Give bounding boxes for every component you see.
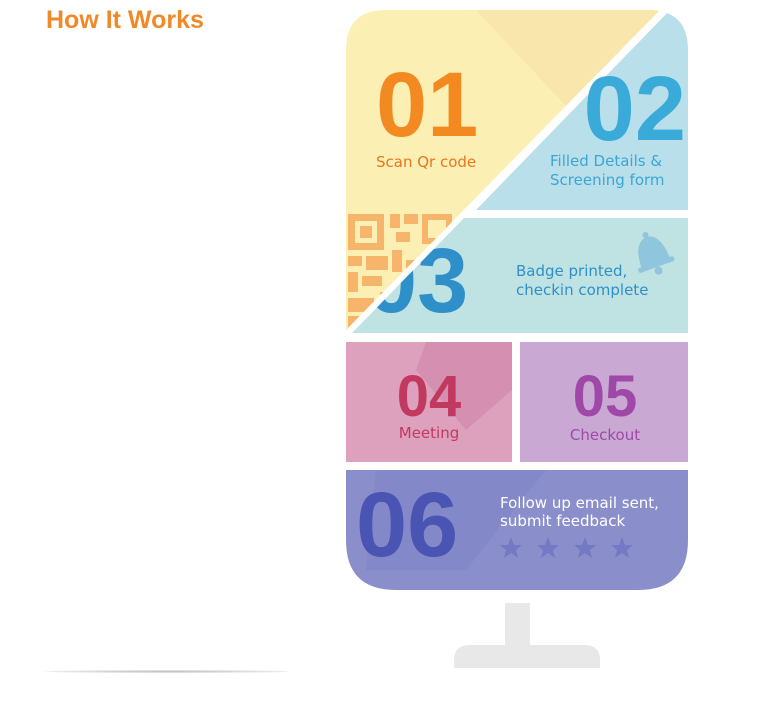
- star-icon: [611, 537, 633, 558]
- step-02-number: 02: [584, 58, 686, 160]
- step-06-panel: 06 Follow up email sent, submit feedback: [346, 470, 688, 590]
- star-icon: [537, 537, 559, 558]
- step-01-label: Scan Qr code: [376, 153, 476, 171]
- step-06-number: 06: [356, 474, 458, 576]
- kiosk-diagram: 01 Scan Qr code 02 Filled Details & Scre…: [346, 10, 688, 668]
- step-02-label-line1: Filled Details &: [550, 152, 662, 170]
- star-icon: [500, 537, 522, 558]
- step-02-panel: 02 Filled Details & Screening form: [476, 10, 688, 210]
- step-05-panel: 05 Checkout: [520, 342, 688, 462]
- step-03-label-line2: checkin complete: [516, 281, 648, 299]
- step-02-label-line2: Screening form: [550, 171, 665, 189]
- page-title: How It Works: [46, 6, 204, 34]
- step-03-label-line1: Badge printed,: [516, 262, 627, 280]
- step-06-label-line1: Follow up email sent,: [500, 494, 659, 512]
- step-06-label-line2: submit feedback: [500, 512, 625, 530]
- rating-stars: [500, 537, 633, 558]
- star-icon: [574, 537, 596, 558]
- step-01-number: 01: [376, 54, 478, 156]
- bell-icon: [638, 231, 675, 275]
- kiosk-stand: [454, 603, 600, 668]
- step-05-number: 05: [573, 364, 638, 429]
- divider-shadow: [45, 670, 290, 673]
- step-04-label: Meeting: [399, 424, 459, 442]
- step-05-label: Checkout: [570, 426, 640, 444]
- step-04-number: 04: [397, 364, 462, 429]
- step-04-panel: 04 Meeting: [346, 342, 512, 462]
